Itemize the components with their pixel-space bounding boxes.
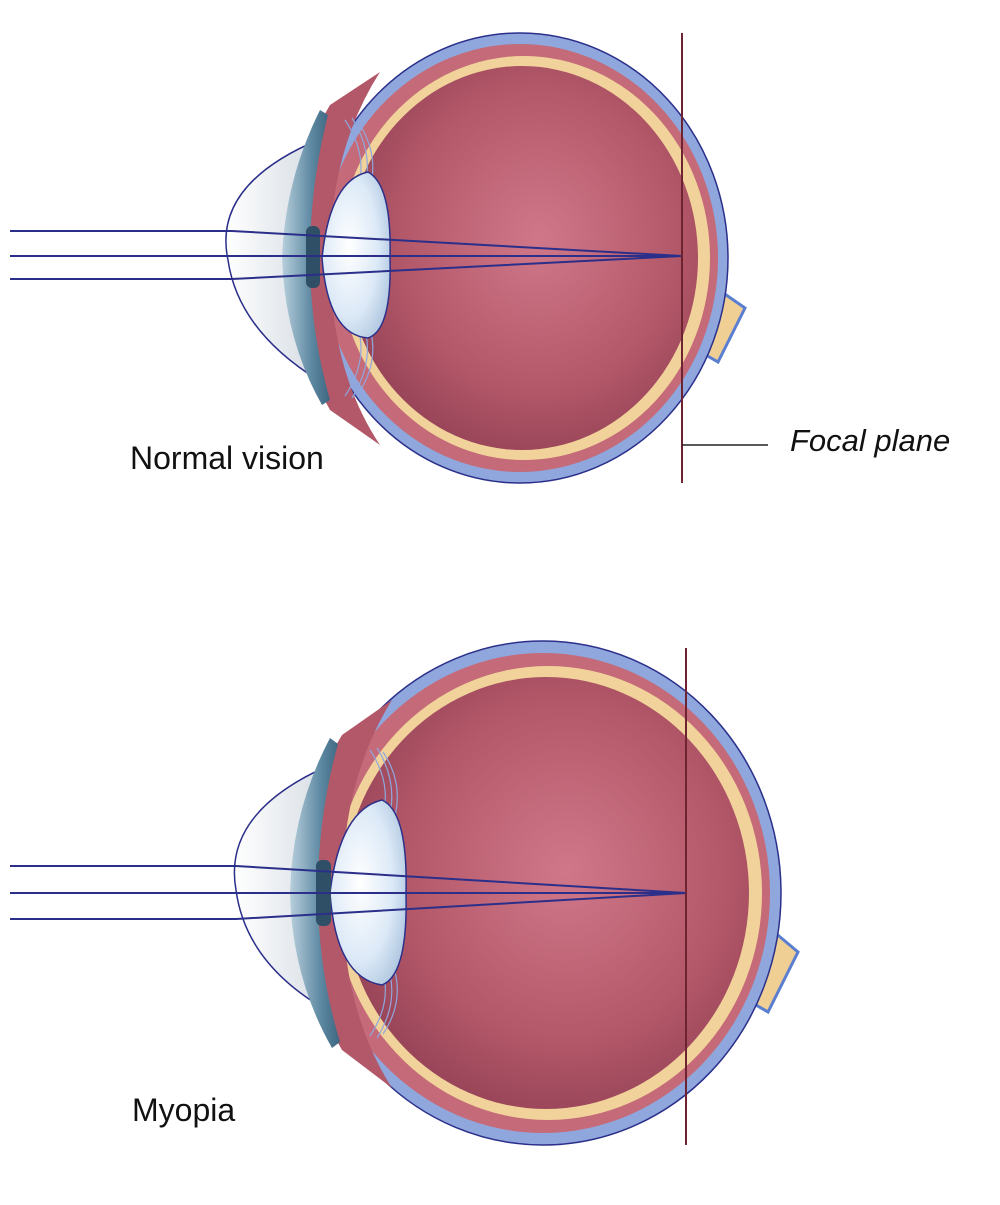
normal-vision-label: Normal vision <box>130 440 324 476</box>
light-rays <box>10 865 687 920</box>
myopia-label: Myopia <box>132 1092 236 1128</box>
vitreous-body <box>346 66 698 450</box>
focal-plane-label: Focal plane <box>790 423 951 458</box>
light-rays <box>10 230 683 280</box>
normal-eye <box>10 32 768 484</box>
myopia-eye <box>10 640 800 1146</box>
